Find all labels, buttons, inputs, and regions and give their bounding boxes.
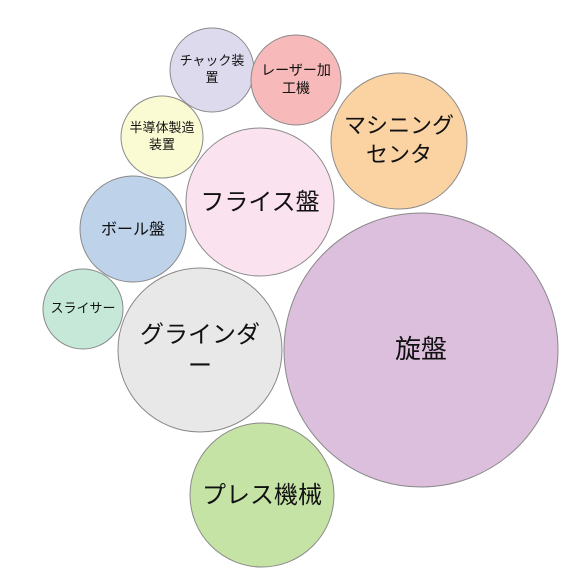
bubble-7: スライサー xyxy=(42,268,124,350)
bubble-1: 旋盤 xyxy=(283,212,559,488)
bubble-2: プレス機械 xyxy=(189,422,335,568)
bubble-10-circle xyxy=(250,34,342,126)
bubble-6-label: ボール盤 xyxy=(101,220,165,239)
bubble-4: フライス盤 xyxy=(185,127,335,277)
bubble-1-label: 旋盤 xyxy=(395,335,447,365)
bubble-8-circle xyxy=(120,95,204,179)
bubble-9-label: チャック装 xyxy=(180,54,245,69)
bubble-6: ボール盤 xyxy=(79,175,187,283)
bubble-5-label: センタ xyxy=(366,143,432,168)
bubble-9-label: 置 xyxy=(205,71,218,86)
bubble-2-circle xyxy=(189,422,335,568)
bubble-10-label: 工機 xyxy=(282,81,310,97)
bubble-7-circle xyxy=(42,268,124,350)
bubble-4-label: フライス盤 xyxy=(200,188,319,216)
bubble-3-circle xyxy=(117,267,283,433)
bubble-5-label: マシニング xyxy=(344,114,454,139)
bubble-6-circle xyxy=(79,175,187,283)
bubble-3-label: ー xyxy=(188,352,212,380)
bubble-7-label: スライサー xyxy=(50,302,115,317)
bubble-5-circle xyxy=(330,72,468,210)
bubble-1-circle xyxy=(283,212,559,488)
bubble-8-label: 装置 xyxy=(149,138,175,153)
bubble-3-label: グラインダ xyxy=(140,320,260,348)
bubble-4-circle xyxy=(185,127,335,277)
bubble-8-label: 半導体製造 xyxy=(129,121,194,136)
bubble-10-label: レーザー加 xyxy=(261,63,331,79)
bubble-2-label: プレス機械 xyxy=(202,481,322,509)
